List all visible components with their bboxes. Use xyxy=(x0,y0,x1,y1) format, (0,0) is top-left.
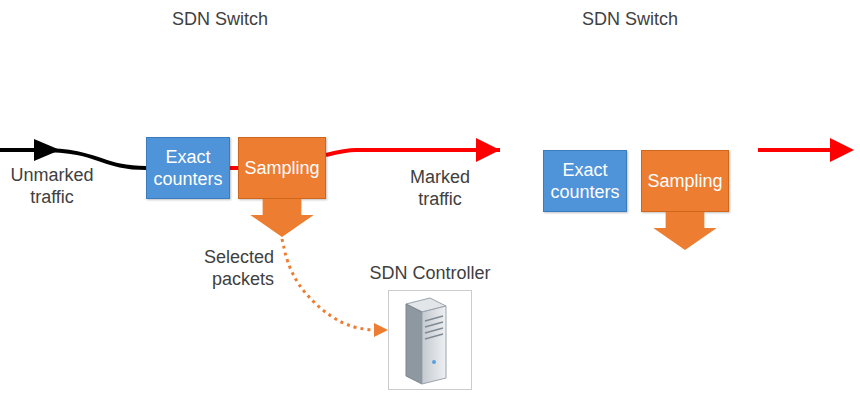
arrow-shape xyxy=(250,199,313,237)
marked-traffic-exit-line xyxy=(758,148,834,152)
box-label: Exact counters xyxy=(544,159,626,203)
traffic-connector xyxy=(230,166,238,170)
drive-bay xyxy=(425,328,443,333)
edge-label: Marked traffic xyxy=(395,166,485,210)
unmarked-traffic-arrowhead xyxy=(34,139,60,161)
box-label: Sampling xyxy=(240,157,323,179)
traffic-connector xyxy=(326,150,500,155)
sampling-box: Sampling xyxy=(641,150,729,212)
cylinder-body xyxy=(100,56,340,234)
sampling-output-arrow xyxy=(641,212,729,252)
box-label: Exact counters xyxy=(147,146,229,190)
switch-title: SDN Switch xyxy=(500,8,760,30)
counter-box: Exact counters xyxy=(543,150,627,212)
counter-box: Exact counters xyxy=(146,137,230,199)
server-front xyxy=(422,306,446,384)
controller-server: SDN Controller xyxy=(360,262,500,394)
sampling-output-arrow xyxy=(238,199,326,239)
edge-label: Selected packets xyxy=(192,246,274,290)
power-light xyxy=(432,360,436,364)
drive-bay xyxy=(425,322,443,327)
cylinder-top xyxy=(100,36,340,76)
controller-title: SDN Controller xyxy=(360,262,500,284)
marked-traffic-arrowhead xyxy=(830,138,854,162)
traffic-label: Unmarked traffic xyxy=(6,164,98,208)
cylinder-top xyxy=(500,36,760,76)
sampling-box: Sampling xyxy=(238,137,326,199)
switch-title: SDN Switch xyxy=(100,8,340,30)
box-label: Sampling xyxy=(643,170,726,192)
cylinder-outline xyxy=(100,36,340,234)
switch-cylinder: Exact counters Sampling SDN Switch xyxy=(100,8,340,234)
cylinder-body xyxy=(500,56,760,234)
drive-bay xyxy=(425,334,443,339)
switch-cylinder: Exact counters Sampling SDN Switch xyxy=(500,8,760,234)
server-side xyxy=(406,304,422,384)
drive-bay xyxy=(425,316,443,321)
icon-frame xyxy=(389,291,472,390)
server-icon xyxy=(388,290,472,390)
arrow-shape xyxy=(653,212,716,250)
sample-export-arrow xyxy=(282,239,388,330)
marked-traffic-pass-line xyxy=(500,98,760,150)
